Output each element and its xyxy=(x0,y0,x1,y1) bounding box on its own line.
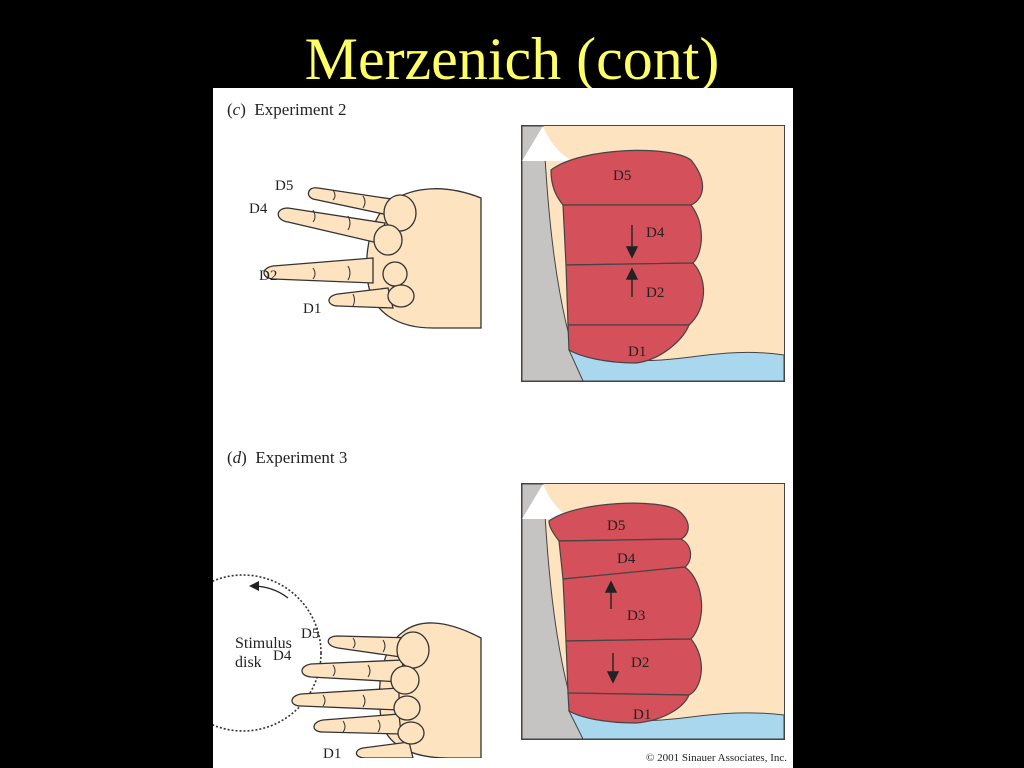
map-c-label-d5: D5 xyxy=(613,168,631,184)
stimulus-label: Stimulus xyxy=(235,635,292,652)
finger-d5 xyxy=(307,187,399,217)
hand-c-label-d2: D2 xyxy=(259,268,277,284)
region-d2 xyxy=(565,262,705,326)
panel-d-map: D5 D4 D3 D2 D1 xyxy=(521,483,785,740)
map-c-label-d1: D1 xyxy=(628,344,646,360)
panel-d-label: (d) Experiment 3 xyxy=(227,448,348,467)
panel-d-letter: d xyxy=(232,448,242,467)
map-c-label-d4: D4 xyxy=(646,225,665,241)
map-d-label-d4: D4 xyxy=(617,551,636,567)
figure: (c) Experiment 2 D5 D4 D2 xyxy=(213,88,793,768)
map-d-label-d1: D1 xyxy=(633,707,651,723)
panel-c-label: (c) Experiment 2 xyxy=(227,100,347,119)
hand-c-label-d1: D1 xyxy=(303,301,321,317)
hand-d-label-d1: D1 xyxy=(323,746,341,758)
panel-d-title: Experiment 3 xyxy=(255,448,348,467)
hand-c-label-d5: D5 xyxy=(275,178,293,194)
region-d1 xyxy=(567,692,690,724)
map-d-label-d5: D5 xyxy=(607,518,625,534)
map-d-label-d2: D2 xyxy=(631,655,649,671)
panel-c-title: Experiment 2 xyxy=(254,100,347,119)
finger-d2 xyxy=(263,257,374,284)
copyright-notice: © 2001 Sinauer Associates, Inc. xyxy=(646,752,787,764)
panel-c-hand: D5 D4 D2 D1 xyxy=(249,178,482,329)
region-d1 xyxy=(567,324,690,364)
slide-title: Merzenich (cont) xyxy=(304,26,720,92)
hand-c-label-d4: D4 xyxy=(249,201,268,217)
map-d-label-d3: D3 xyxy=(627,608,645,624)
map-c-label-d2: D2 xyxy=(646,285,664,301)
panel-c-map: D5 D4 D2 D1 xyxy=(521,125,785,382)
region-d5 xyxy=(550,149,704,206)
region-d5 xyxy=(548,502,689,542)
hand-d-label-d4: D4 xyxy=(273,648,292,664)
region-d3 xyxy=(562,566,703,642)
finger-d4 xyxy=(277,207,386,244)
panel-c-letter: c xyxy=(232,100,241,119)
finger-d1 xyxy=(328,287,394,309)
hand-d-label-d5: D5 xyxy=(301,626,319,642)
disk-label: disk xyxy=(235,654,262,671)
stimulus-disk xyxy=(213,574,322,732)
panel-d-hand: Stimulus disk D5 D4 D1 xyxy=(213,574,482,758)
